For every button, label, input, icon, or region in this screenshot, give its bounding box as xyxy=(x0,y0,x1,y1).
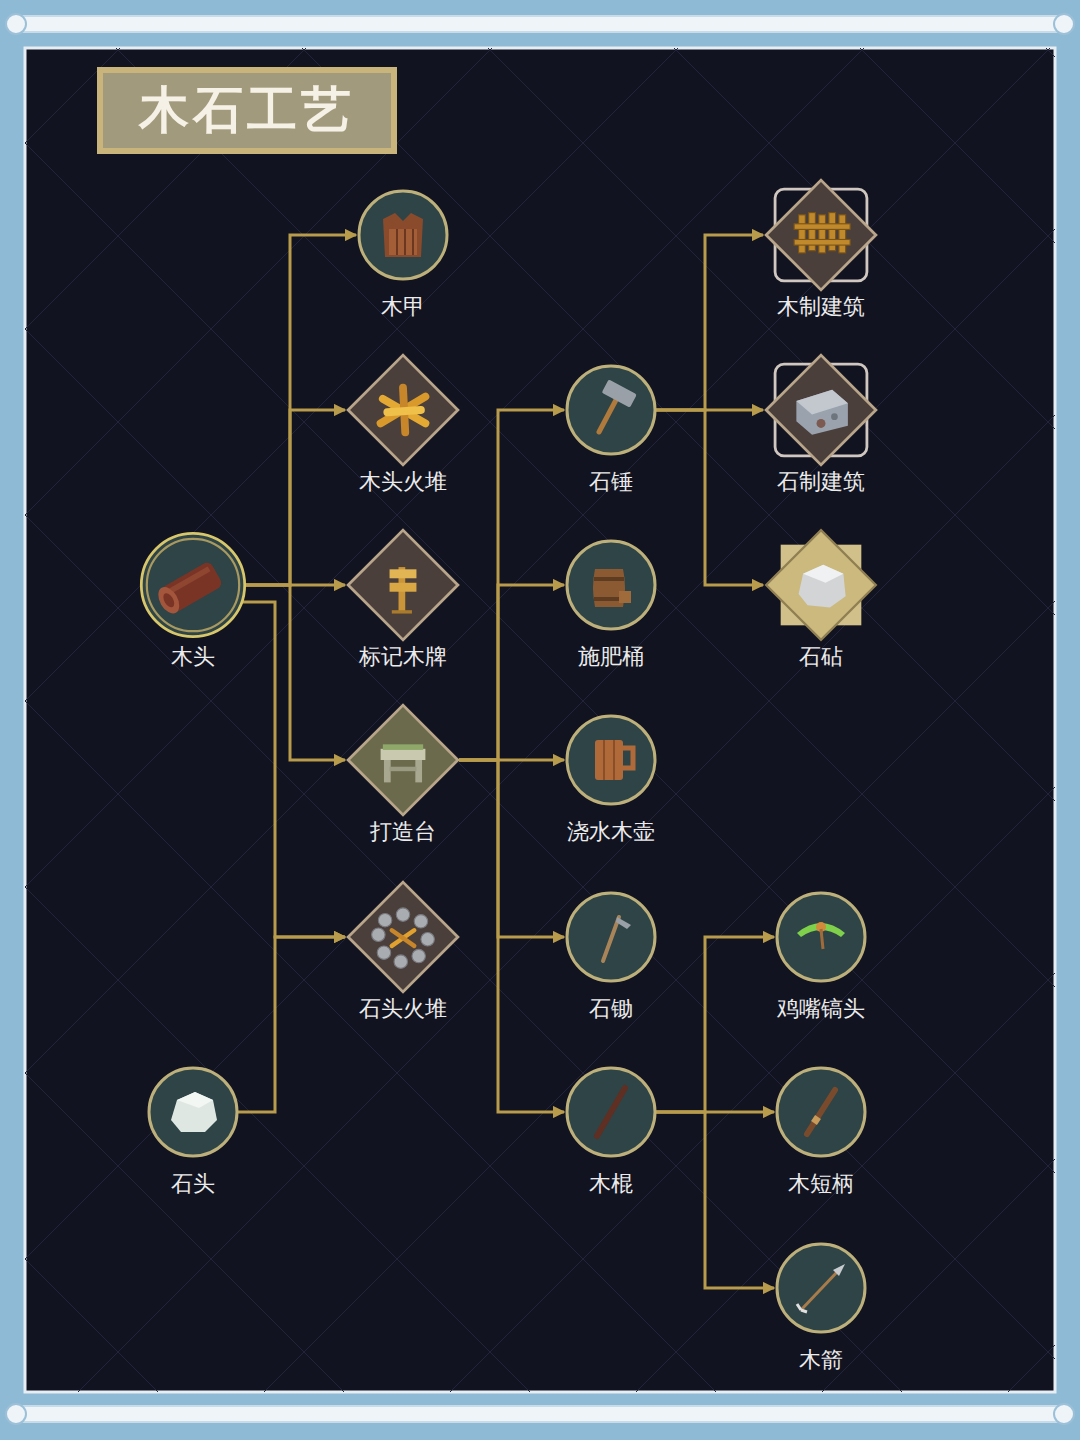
item-circle xyxy=(771,887,871,987)
item-label: 石锄 xyxy=(589,996,633,1022)
item-node: 木短柄 xyxy=(771,1062,871,1162)
item-circle xyxy=(143,1062,243,1162)
item-circle xyxy=(561,710,661,810)
flow-connector xyxy=(243,585,346,760)
item-label: 木头 xyxy=(171,644,215,670)
flow-connector xyxy=(459,760,564,937)
item-circle xyxy=(561,1062,661,1162)
item-node: 石制建筑 xyxy=(765,354,877,466)
title-banner: 木石工艺 xyxy=(97,67,397,154)
item-node: 木棍 xyxy=(561,1062,661,1162)
item-node: 标记木牌 xyxy=(347,529,459,641)
flow-connector xyxy=(656,1112,774,1288)
flow-connector xyxy=(243,410,346,585)
item-label: 施肥桶 xyxy=(578,644,644,670)
item-diamond xyxy=(347,354,459,466)
item-circle xyxy=(353,185,453,285)
item-diamond xyxy=(765,529,877,641)
item-circle xyxy=(771,1062,871,1162)
flow-connector xyxy=(656,410,763,585)
item-circle xyxy=(561,535,661,635)
item-circle xyxy=(771,1238,871,1338)
item-node: 木制建筑 xyxy=(765,179,877,291)
item-circle xyxy=(561,360,661,460)
item-node: 打造台 xyxy=(347,704,459,816)
item-node: 石锤 xyxy=(561,360,661,460)
item-label: 木制建筑 xyxy=(777,294,865,320)
item-label: 木甲 xyxy=(381,294,425,320)
item-label: 木箭 xyxy=(799,1347,843,1373)
item-node: 石头 xyxy=(143,1062,243,1162)
flow-connector xyxy=(237,602,345,937)
item-circle xyxy=(561,887,661,987)
item-label: 浇水木壶 xyxy=(567,819,655,845)
item-diamond xyxy=(347,881,459,993)
item-node: 石锄 xyxy=(561,887,661,987)
flow-connector xyxy=(656,937,774,1112)
item-diamond xyxy=(347,529,459,641)
item-label: 木短柄 xyxy=(788,1171,854,1197)
item-node: 木头火堆 xyxy=(347,354,459,466)
item-label: 石锤 xyxy=(589,469,633,495)
flow-connector xyxy=(459,585,564,760)
item-node: 石砧 xyxy=(765,529,877,641)
item-node: 石头火堆 xyxy=(347,881,459,993)
item-label: 石头 xyxy=(171,1171,215,1197)
item-node: 木箭 xyxy=(771,1238,871,1338)
item-node: 浇水木壶 xyxy=(561,710,661,810)
item-node: 鸡嘴镐头 xyxy=(771,887,871,987)
item-label: 鸡嘴镐头 xyxy=(777,996,865,1022)
item-label: 标记木牌 xyxy=(359,644,447,670)
item-node: 施肥桶 xyxy=(561,535,661,635)
item-label: 木棍 xyxy=(589,1171,633,1197)
item-label: 石制建筑 xyxy=(777,469,865,495)
item-diamond xyxy=(347,704,459,816)
item-diamond xyxy=(765,179,877,291)
flow-connector xyxy=(243,235,357,585)
flow-connector xyxy=(459,410,564,760)
item-node: 木头 xyxy=(138,530,248,640)
item-diamond xyxy=(765,354,877,466)
flow-connector xyxy=(656,235,763,410)
item-label: 石头火堆 xyxy=(359,996,447,1022)
item-label: 木头火堆 xyxy=(359,469,447,495)
flow-connector xyxy=(238,937,345,1112)
item-label: 打造台 xyxy=(370,819,436,845)
item-node: 木甲 xyxy=(353,185,453,285)
item-circle xyxy=(138,530,248,640)
item-label: 石砧 xyxy=(799,644,843,670)
flow-connector xyxy=(459,760,564,1112)
